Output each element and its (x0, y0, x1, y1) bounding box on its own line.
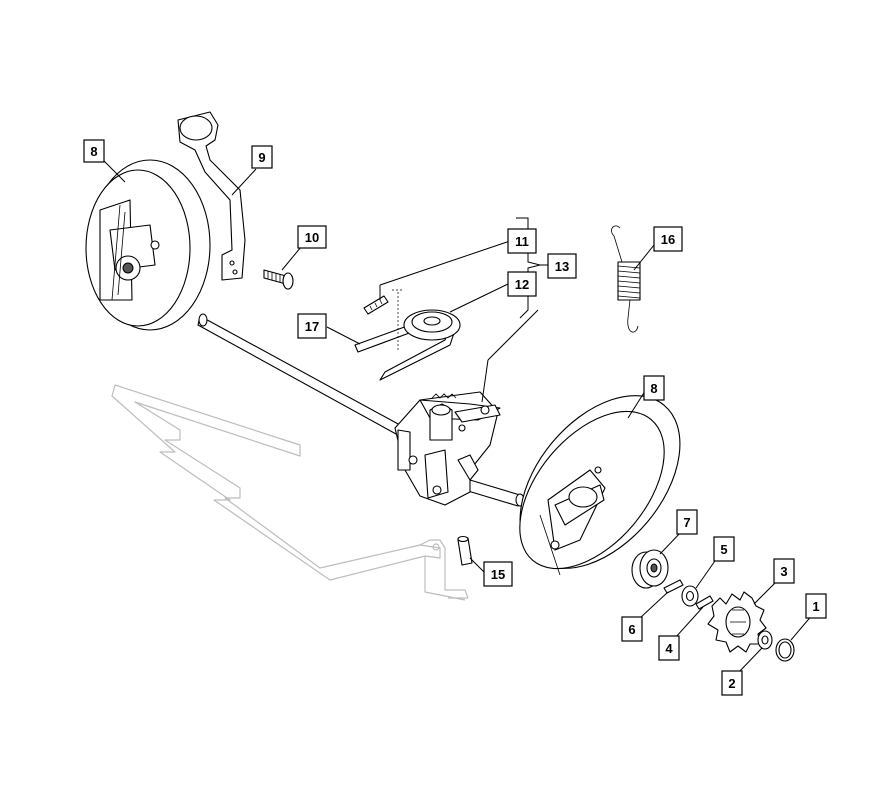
callout-label: 3 (780, 564, 787, 579)
callout-17: 17 (297, 313, 327, 339)
screw (263, 269, 294, 290)
callout-8-left: 8 (83, 139, 105, 163)
small-pin (663, 579, 684, 594)
callout-label: 16 (661, 232, 675, 247)
pin (363, 295, 389, 315)
washer (681, 585, 699, 607)
callout-12: 12 (507, 271, 537, 297)
callout-label: 11 (515, 234, 529, 249)
callout-7: 7 (676, 509, 698, 535)
callout-16: 16 (653, 226, 683, 252)
gear (707, 591, 767, 653)
wheel-left (85, 159, 211, 331)
callout-6: 6 (621, 616, 643, 642)
leader-lines (100, 157, 814, 674)
bracket-arm (177, 111, 246, 281)
callout-15: 15 (483, 561, 513, 587)
ghost-handle-frame (111, 384, 469, 601)
callout-8-right: 8 (643, 375, 665, 401)
belt-and-pulley (354, 289, 461, 381)
callout-label: 9 (258, 150, 265, 165)
callout-label: 2 (728, 676, 735, 691)
spring (611, 225, 641, 333)
callout-label: 6 (628, 622, 635, 637)
callout-label: 5 (720, 542, 727, 557)
callout-label: 7 (683, 515, 690, 530)
callout-label: 8 (90, 144, 97, 159)
callout-label: 10 (305, 230, 319, 245)
callout-label: 12 (515, 277, 529, 292)
callout-2: 2 (721, 670, 743, 696)
small-washer (757, 630, 773, 650)
callout-10: 10 (297, 225, 327, 249)
dowel-pin (457, 535, 473, 566)
callout-3: 3 (773, 558, 795, 584)
key (695, 595, 714, 610)
callout-5: 5 (713, 536, 735, 562)
callout-label: 15 (491, 567, 505, 582)
callout-1: 1 (805, 593, 827, 619)
callout-label: 13 (555, 259, 569, 274)
callout-11: 11 (507, 228, 537, 254)
bearing (631, 549, 669, 589)
callout-label: 1 (812, 599, 819, 614)
callout-13: 13 (547, 253, 577, 279)
callout-9: 9 (251, 145, 273, 169)
callout-label: 4 (665, 641, 673, 656)
circlip (775, 638, 795, 662)
callout-label: 17 (305, 319, 319, 334)
callout-label: 8 (650, 381, 657, 396)
gearbox (394, 391, 501, 506)
callout-4: 4 (658, 635, 680, 661)
wheel-right (519, 395, 681, 576)
